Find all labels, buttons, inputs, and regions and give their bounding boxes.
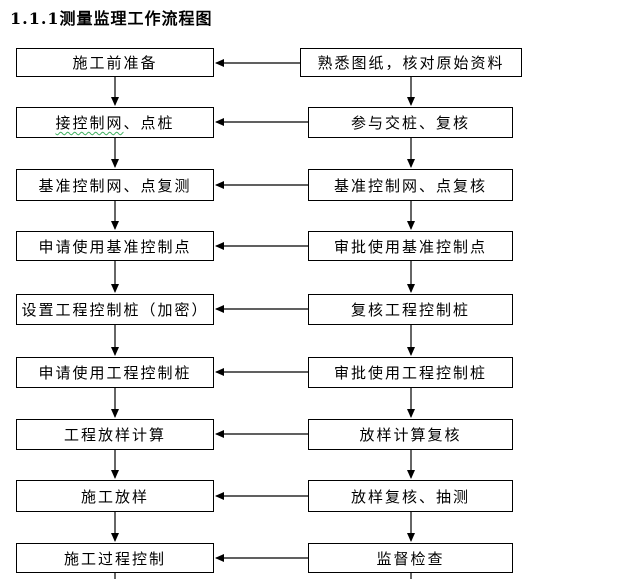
flow-box-right-5: 复核工程控制桩: [308, 294, 513, 325]
flow-box-right-7: 放样计算复核: [308, 419, 513, 450]
flow-box-right-1: 熟悉图纸，核对原始资料: [300, 48, 522, 77]
flow-box-left-5: 设置工程控制桩（加密）: [16, 294, 214, 325]
horizontal-right-to-left-arrows: [215, 59, 308, 562]
flow-box-label: 审批使用工程控制桩: [333, 364, 487, 382]
flow-box-label: 设置工程控制桩（加密）: [21, 301, 209, 319]
flow-box-label: 放样复核、抽测: [350, 487, 470, 506]
flow-box-left-1: 施工前准备: [16, 48, 214, 77]
flow-box-label-rest: 、点桩: [123, 114, 175, 132]
grammar-check-underline: 接控制网: [55, 114, 124, 132]
flow-box-left-6: 申请使用工程控制桩: [16, 357, 214, 388]
flow-box-label: 施工放样: [80, 487, 149, 506]
flow-box-label: 熟悉图纸，核对原始资料: [317, 54, 505, 72]
flow-box-label: 复核工程控制桩: [350, 301, 470, 319]
flow-box-right-6: 审批使用工程控制桩: [308, 357, 513, 388]
flow-box-right-8: 放样复核、抽测: [308, 480, 513, 512]
flow-box-label: 工程放样计算: [63, 426, 166, 444]
flow-box-right-4: 审批使用基准控制点: [308, 231, 513, 261]
flow-box-left-3: 基准控制网、点复测: [16, 169, 214, 201]
flow-box-right-9: 监督检查: [308, 543, 513, 573]
page-title: 1.1.1测量监理工作流程图: [10, 9, 213, 28]
flow-box-left-7: 工程放样计算: [16, 419, 214, 450]
flow-box-label: 施工过程控制: [63, 549, 166, 568]
flow-box-right-2: 参与交桩、复核: [308, 107, 513, 138]
flow-box-label: 接控制网、点桩: [55, 112, 174, 133]
flow-box-label: 基准控制网、点复测: [38, 176, 192, 195]
flow-box-label: 参与交桩、复核: [350, 114, 470, 132]
flow-box-label: 放样计算复核: [359, 426, 462, 444]
flow-box-left-4: 申请使用基准控制点: [16, 231, 214, 261]
flow-box-left-2: 接控制网、点桩: [16, 107, 214, 138]
flow-box-label: 施工前准备: [72, 54, 158, 72]
flow-box-right-3: 基准控制网、点复核: [308, 169, 513, 201]
flow-box-label: 申请使用工程控制桩: [38, 364, 192, 382]
flow-box-label: 监督检查: [376, 549, 445, 568]
flow-box-label: 申请使用基准控制点: [38, 237, 192, 256]
flow-box-left-9: 施工过程控制: [16, 543, 214, 573]
flow-box-label: 基准控制网、点复核: [333, 176, 487, 195]
flow-box-left-8: 施工放样: [16, 480, 214, 512]
flow-box-label: 审批使用基准控制点: [333, 237, 487, 256]
